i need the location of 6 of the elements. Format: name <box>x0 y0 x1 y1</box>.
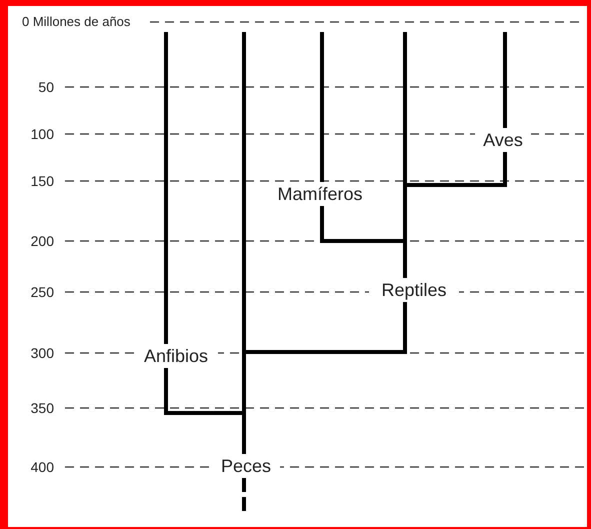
group-label: Mamíferos <box>277 185 363 203</box>
axis-label: 0 Millones de años <box>20 15 132 28</box>
group-label: Peces <box>220 457 272 475</box>
group-label: Aves <box>483 131 523 149</box>
group-label: Reptiles <box>381 281 447 299</box>
group-label: Anfibios <box>144 347 208 365</box>
